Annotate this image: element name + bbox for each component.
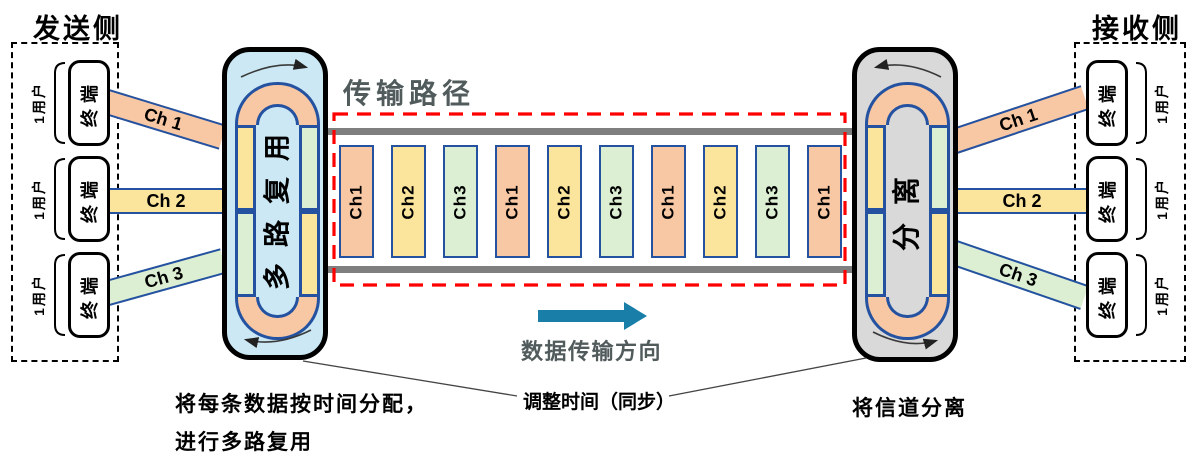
terminal-label: 终端: [1098, 175, 1118, 223]
user-label-wrap: 1用户: [1152, 252, 1172, 338]
terminal-box: 终端: [1086, 156, 1128, 242]
time-slot: Ch3: [443, 145, 478, 258]
slot-label: Ch1: [346, 183, 366, 220]
brace-left: [54, 158, 66, 240]
slot-label: Ch2: [710, 183, 730, 220]
rotation-arrow-cw-top-icon: [240, 58, 309, 78]
time-slot: Ch1: [651, 145, 686, 258]
brace-right: [1135, 158, 1147, 240]
rotation-arrow-ccw-top-icon: [873, 59, 942, 78]
receive-side-title: 接收侧: [1092, 14, 1182, 44]
user-label: 1用户: [1154, 82, 1171, 124]
brace-right: [1135, 62, 1147, 144]
user-label-wrap: 1用户: [29, 252, 49, 338]
user-label-wrap: 1用户: [1152, 60, 1172, 146]
terminal-label: 终端: [80, 175, 100, 223]
terminal-label: 终端: [80, 271, 100, 319]
user-label: 1用户: [1154, 274, 1171, 316]
sender-user-group-2: 1用户 终端: [11, 156, 119, 242]
belt-seg-green: [299, 125, 320, 211]
ribbon-label: Ch 3: [142, 262, 186, 292]
user-label-wrap: 1用户: [29, 60, 49, 146]
mux-label: 多路复用: [262, 117, 293, 290]
time-slot: Ch2: [547, 145, 582, 258]
ribbon-label: Ch 2: [1002, 190, 1042, 211]
data-flow-arrow-icon: [538, 302, 647, 330]
ribbon-label: Ch 3: [996, 258, 1041, 291]
ribbon-ch3-right: Ch 3: [947, 239, 1089, 310]
time-slot: Ch1: [807, 145, 842, 258]
brace-left: [54, 62, 66, 144]
slot-label: Ch3: [606, 183, 626, 220]
mux-belt: [235, 82, 320, 340]
belt-seg-yellow: [865, 125, 886, 211]
belt-seg-yellow: [235, 125, 256, 211]
ribbon-label: Ch 1: [996, 103, 1040, 135]
sync-label: 调整时间（同步）: [523, 392, 676, 413]
ribbon-label: Ch 2: [146, 190, 186, 211]
path-rail-top: [326, 128, 852, 135]
ribbon-ch1-left: Ch 1: [100, 88, 227, 150]
transmission-path-title: 传输路径: [343, 78, 476, 109]
ribbon-ch3-left: Ch 3: [100, 248, 227, 307]
slot-label: Ch1: [814, 183, 834, 220]
rotation-arrow-cw-bottom-icon: [243, 329, 312, 348]
slot-label: Ch2: [554, 183, 574, 220]
mux-caption-line2: 进行多路复用: [175, 431, 313, 454]
terminal-box: 终端: [68, 252, 110, 338]
terminal-label: 终端: [1098, 79, 1118, 127]
time-slot: Ch2: [703, 145, 738, 258]
time-slot: Ch1: [495, 145, 530, 258]
brace-left: [54, 254, 66, 336]
ribbon-label: Ch 1: [141, 103, 186, 134]
belt-seg-green: [929, 125, 950, 211]
receiver-user-group-2: 终端 1用户: [1074, 156, 1186, 242]
user-label: 1用户: [31, 178, 48, 220]
terminal-box: 终端: [1086, 252, 1128, 338]
terminal-label: 终端: [80, 79, 100, 127]
belt-seg-yellow: [299, 211, 320, 297]
ribbon-ch1-right: Ch 1: [947, 85, 1089, 155]
terminal-box: 终端: [68, 60, 110, 146]
user-label: 1用户: [31, 82, 48, 124]
flow-direction-label: 数据传输方向: [521, 339, 663, 364]
user-label-wrap: 1用户: [1152, 156, 1172, 242]
demux-label: 分离: [891, 158, 922, 251]
rotation-arrow-ccw-bottom-icon: [872, 331, 939, 350]
slot-label: Ch3: [450, 183, 470, 220]
belt-seg-green: [865, 211, 886, 297]
demux-caption: 将信道分离: [852, 397, 967, 420]
demux-belt: [865, 82, 950, 340]
slot-label: Ch3: [762, 183, 782, 220]
time-slot: Ch1: [339, 145, 374, 258]
time-slot: Ch3: [755, 145, 790, 258]
demultiplexer: 分离: [852, 47, 958, 362]
send-side-title: 发送侧: [33, 14, 123, 44]
ribbon-ch2-right: Ch 2: [952, 188, 1092, 214]
slot-label: Ch1: [502, 183, 522, 220]
receiver-user-group-3: 终端 1用户: [1074, 252, 1186, 338]
sender-user-group-3: 1用户 终端: [11, 252, 119, 338]
receiver-user-group-1: 终端 1用户: [1074, 60, 1186, 146]
path-rail-bottom: [326, 266, 852, 273]
sync-callout-line-right: [668, 357, 867, 397]
slot-label: Ch2: [398, 183, 418, 220]
ribbon-ch2-left: Ch 2: [104, 188, 228, 214]
user-label-wrap: 1用户: [29, 156, 49, 242]
time-slot: Ch3: [599, 145, 634, 258]
brace-right: [1135, 254, 1147, 336]
time-slot: Ch2: [391, 145, 426, 258]
terminal-box: 终端: [1086, 60, 1128, 146]
belt-seg-green: [235, 211, 256, 297]
belt-seg-yellow: [929, 211, 950, 297]
sender-user-group-1: 1用户 终端: [11, 60, 119, 146]
user-label: 1用户: [31, 274, 48, 316]
terminal-box: 终端: [68, 156, 110, 242]
mux-caption-line1: 将每条数据按时间分配，: [175, 393, 428, 416]
multiplexer: 多路复用: [222, 47, 328, 360]
slot-label: Ch1: [658, 183, 678, 220]
terminal-label: 终端: [1098, 271, 1118, 319]
user-label: 1用户: [1154, 178, 1171, 220]
